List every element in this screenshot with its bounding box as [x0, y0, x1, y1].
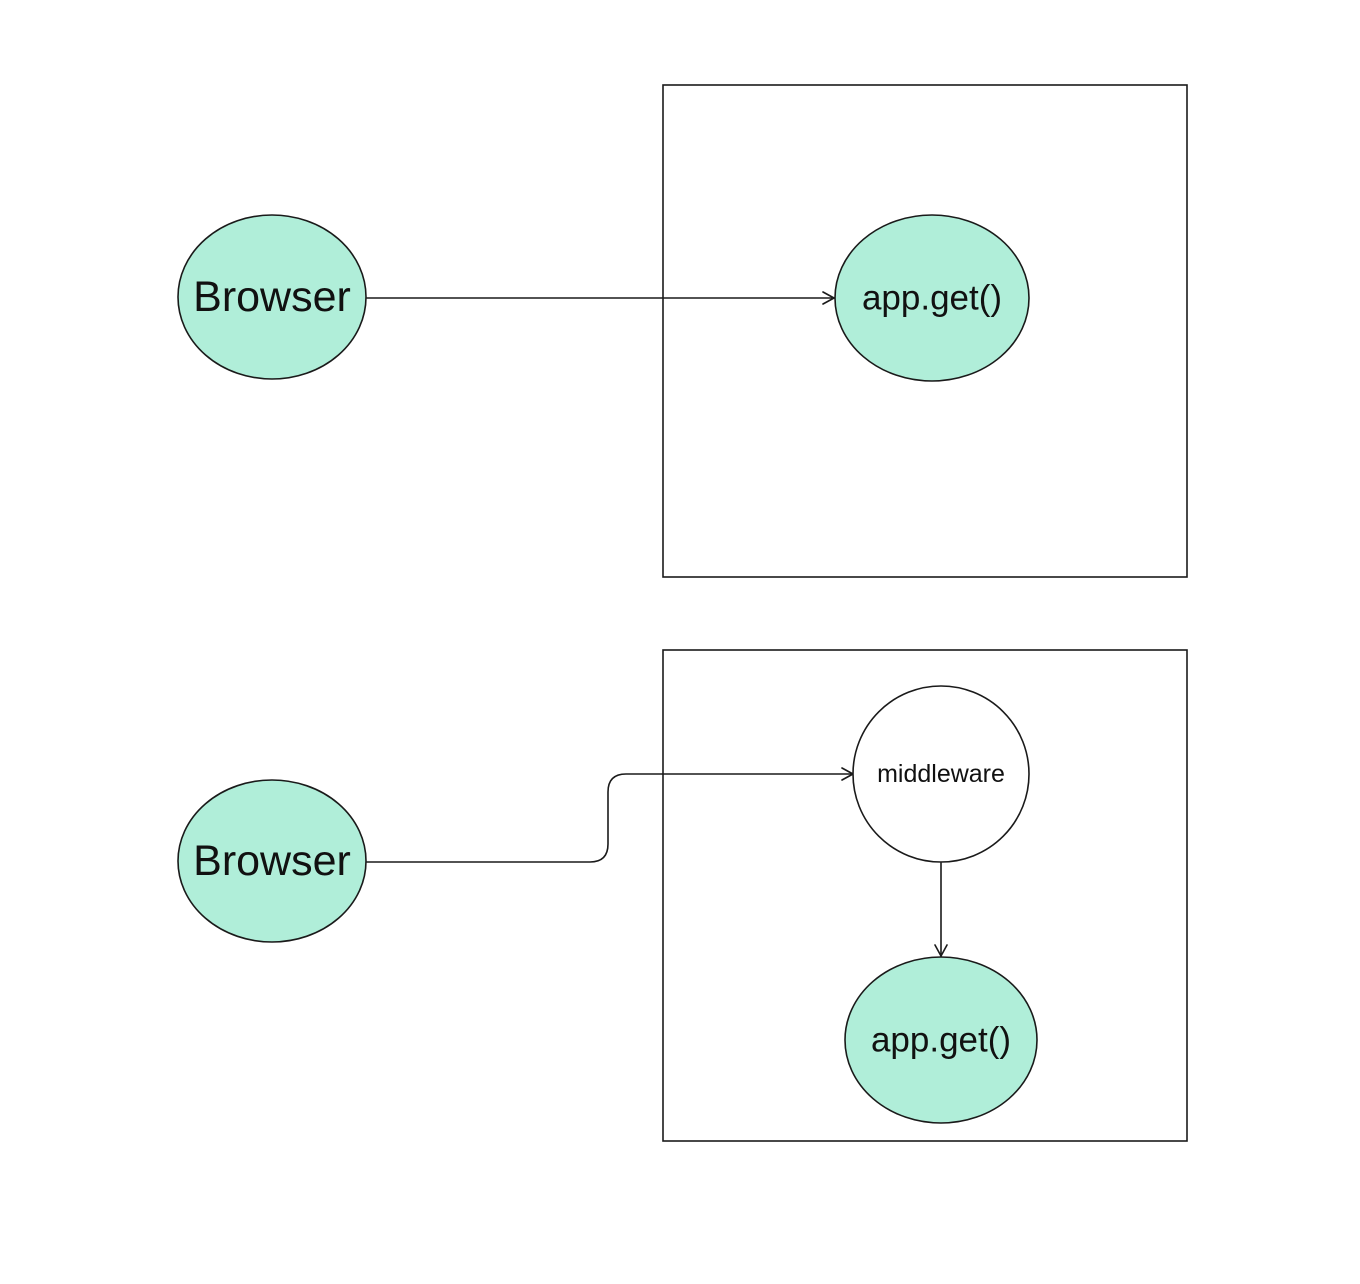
top-browser-circle: [177, 214, 367, 380]
top-handler-circle: [834, 214, 1030, 382]
top-browser-label: Browser: [193, 273, 351, 321]
bottom-middleware-circle: [852, 685, 1030, 863]
top-scenario: Browser app.get(): [177, 84, 1188, 578]
bottom-handler-label: app.get(): [871, 1021, 1011, 1060]
top-handler-label: app.get(): [862, 279, 1002, 318]
bottom-handler-circle: [844, 956, 1038, 1124]
bottom-middleware-node: middleware: [852, 685, 1030, 863]
bottom-arrow-browser-to-middleware: [366, 767, 854, 863]
bottom-browser-label: Browser: [193, 837, 351, 885]
bottom-browser-node: Browser: [177, 779, 367, 943]
bottom-browser-circle: [177, 779, 367, 943]
bottom-scenario: Browser middleware app.get(): [177, 649, 1188, 1142]
top-handler-node: app.get(): [834, 214, 1030, 382]
top-server-box: [662, 84, 1188, 578]
bottom-handler-node: app.get(): [844, 956, 1038, 1124]
bottom-server-box: [662, 649, 1188, 1142]
bottom-middleware-label: middleware: [877, 760, 1005, 788]
top-browser-node: Browser: [177, 214, 367, 380]
